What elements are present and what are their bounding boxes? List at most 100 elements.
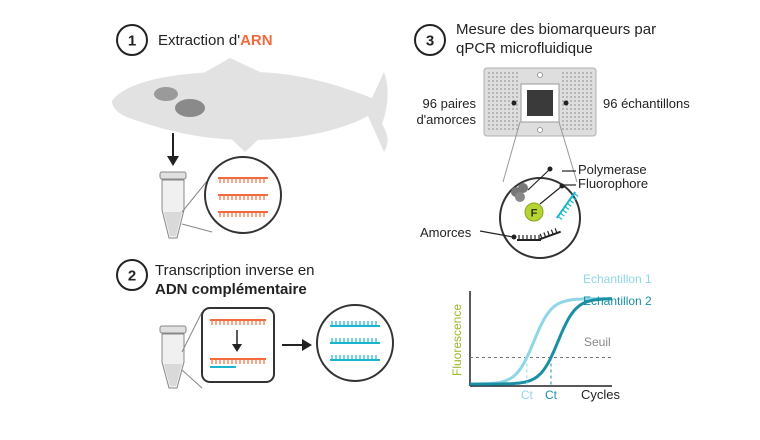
chip-sample-well	[586, 108, 588, 110]
chip-sample-well	[590, 80, 592, 82]
chip-sample-well	[566, 116, 568, 118]
chip-primer-well	[496, 84, 498, 86]
chip-sample-well	[590, 108, 592, 110]
chip-primer-well	[488, 80, 490, 82]
chip-left-label-1: 96 paires	[423, 96, 477, 111]
chip-sample-well	[582, 128, 584, 130]
chip-sample-well	[566, 124, 568, 126]
rt-strands	[210, 319, 266, 368]
chip-primer-well	[504, 124, 506, 126]
chip-primer-well	[488, 128, 490, 130]
cdna-template-strand	[556, 191, 579, 220]
chip-primer-well	[492, 120, 494, 122]
chip-primer-well	[512, 116, 514, 118]
chip-sample-well	[574, 96, 576, 98]
step-3-number: 3	[426, 33, 434, 50]
chip-primer-well	[504, 108, 506, 110]
chip-primer-well	[504, 120, 506, 122]
rna-strands	[218, 177, 268, 217]
chip-primer-well	[504, 72, 506, 74]
step-2-title: Transcription inverse en	[155, 262, 315, 279]
chip-sample-well	[582, 92, 584, 94]
chip-sample-well	[566, 80, 568, 82]
chip-primer-well	[488, 84, 490, 86]
chip-primer-well	[500, 116, 502, 118]
chip-sample-well	[570, 96, 572, 98]
chip-primer-well	[500, 124, 502, 126]
series-label-echantillon-1: Echantillon 1	[583, 272, 652, 286]
chip-primer-well	[512, 124, 514, 126]
series-label-echantillon-2: Echantillon 2	[583, 294, 652, 308]
chip-primer-well	[500, 104, 502, 106]
chip-primer-well	[496, 76, 498, 78]
chip-sample-well	[578, 80, 580, 82]
chip-primer-well	[492, 128, 494, 130]
chip-sample-well	[570, 108, 572, 110]
polymerase-icon	[511, 183, 528, 202]
chip-sample-well	[586, 124, 588, 126]
chip-sample-well	[582, 88, 584, 90]
chip-sample-wells	[562, 72, 592, 130]
chip-primer-well	[496, 80, 498, 82]
tube-1-icon	[159, 171, 187, 239]
chip-sample-well	[586, 88, 588, 90]
chip-primer-well	[508, 92, 510, 94]
rna-strand	[218, 194, 268, 200]
ct-label-2: Ct	[545, 388, 558, 402]
chip-primer-well	[496, 96, 498, 98]
cdna-strands	[330, 321, 380, 361]
chip-primer-well	[516, 100, 518, 102]
chip-sample-well	[570, 80, 572, 82]
rna-strand	[218, 211, 268, 217]
chip-primer-well	[508, 116, 510, 118]
chip-primer-well	[516, 84, 518, 86]
chip-sample-well	[590, 96, 592, 98]
chip-primer-well	[488, 96, 490, 98]
chip-sample-well	[574, 72, 576, 74]
chip-primer-well	[492, 76, 494, 78]
chip-primer-well	[500, 112, 502, 114]
chip-sample-well	[570, 124, 572, 126]
chip-sample-well	[562, 100, 564, 102]
chip-primer-well	[504, 76, 506, 78]
chip-sample-well	[578, 116, 580, 118]
primer-strands	[517, 191, 579, 241]
chip-primer-well	[492, 92, 494, 94]
chip-sample-well	[566, 96, 568, 98]
chip-primer-well	[512, 72, 514, 74]
chip-sample-well	[582, 108, 584, 110]
chip-primer-well	[512, 96, 514, 98]
chip-sample-well	[586, 112, 588, 114]
chip-sample-well	[582, 116, 584, 118]
chip-primer-well	[488, 120, 490, 122]
chip-primer-well	[496, 72, 498, 74]
chip-primer-well	[516, 76, 518, 78]
chip-sample-well	[578, 92, 580, 94]
chip-sample-well	[590, 84, 592, 86]
chip-sample-well	[578, 112, 580, 114]
chip-primer-well	[508, 112, 510, 114]
chip-sample-well	[582, 124, 584, 126]
step-1: 1 Extraction d'ARN	[116, 24, 273, 56]
chip-primer-well	[496, 88, 498, 90]
chip-primer-well	[512, 76, 514, 78]
chip-sample-well	[566, 92, 568, 94]
chip-primer-well	[508, 88, 510, 90]
tube-2-icon	[159, 325, 187, 389]
chip-sample-well	[570, 112, 572, 114]
chip-primer-well	[500, 76, 502, 78]
cdna-strand	[330, 355, 380, 361]
microfluidic-chip	[483, 67, 597, 137]
chip-sample-well	[590, 128, 592, 130]
chip-primer-well	[492, 96, 494, 98]
ct-label-1: Ct	[521, 388, 534, 402]
chip-sample-well	[566, 120, 568, 122]
chip-primer-well	[492, 124, 494, 126]
step-3-badge	[414, 24, 446, 56]
chip-sample-well	[578, 88, 580, 90]
chip-primer-well	[512, 84, 514, 86]
chip-sample-well	[586, 92, 588, 94]
threshold-label: Seuil	[584, 335, 611, 349]
chip-sample-well	[586, 116, 588, 118]
chip-primer-well	[516, 112, 518, 114]
